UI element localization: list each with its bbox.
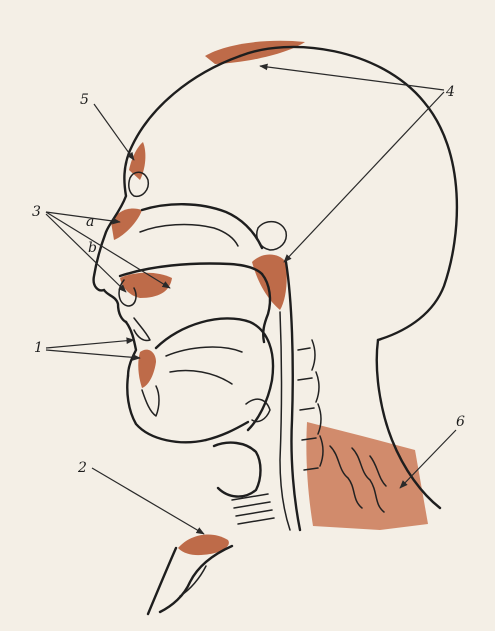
zone-nasal-upper (111, 209, 142, 241)
pharynx-posterior-wall (286, 262, 300, 530)
pharynx-anterior-wall (280, 312, 290, 530)
pointer-4-crown (260, 66, 444, 90)
pointer-1-lower (46, 350, 140, 358)
zone-lips (138, 350, 156, 388)
tongue-inner-line (166, 347, 242, 384)
label-b: b (88, 240, 97, 256)
tongue (156, 318, 273, 430)
jaw-neck-line (206, 422, 248, 440)
label-a: a (86, 214, 94, 230)
label-5: 5 (80, 92, 89, 108)
turbinate-oval (257, 222, 287, 250)
pointer-3-b (46, 212, 170, 288)
nasal-turbinate-upper (140, 225, 238, 246)
label-3: 3 (32, 204, 41, 220)
pointer-2 (92, 468, 204, 534)
label-1: 1 (34, 340, 43, 356)
label-4: 4 (445, 84, 455, 100)
larynx-cartilage (214, 443, 261, 497)
pointer-5 (94, 104, 134, 160)
chin-outline (127, 376, 206, 442)
teeth-upper (134, 318, 150, 341)
teeth-lower (142, 386, 159, 416)
label-2: 2 (77, 460, 87, 476)
neck-side-curve (160, 546, 232, 612)
label-6: 6 (456, 414, 465, 430)
pointer-1-upper (46, 340, 134, 348)
trachea-rings (232, 494, 274, 524)
pointer-4-nasopharynx (284, 92, 444, 262)
zone-nasal-lower (120, 273, 172, 298)
nose-outline (104, 290, 126, 322)
pointer-3-a (46, 212, 120, 222)
